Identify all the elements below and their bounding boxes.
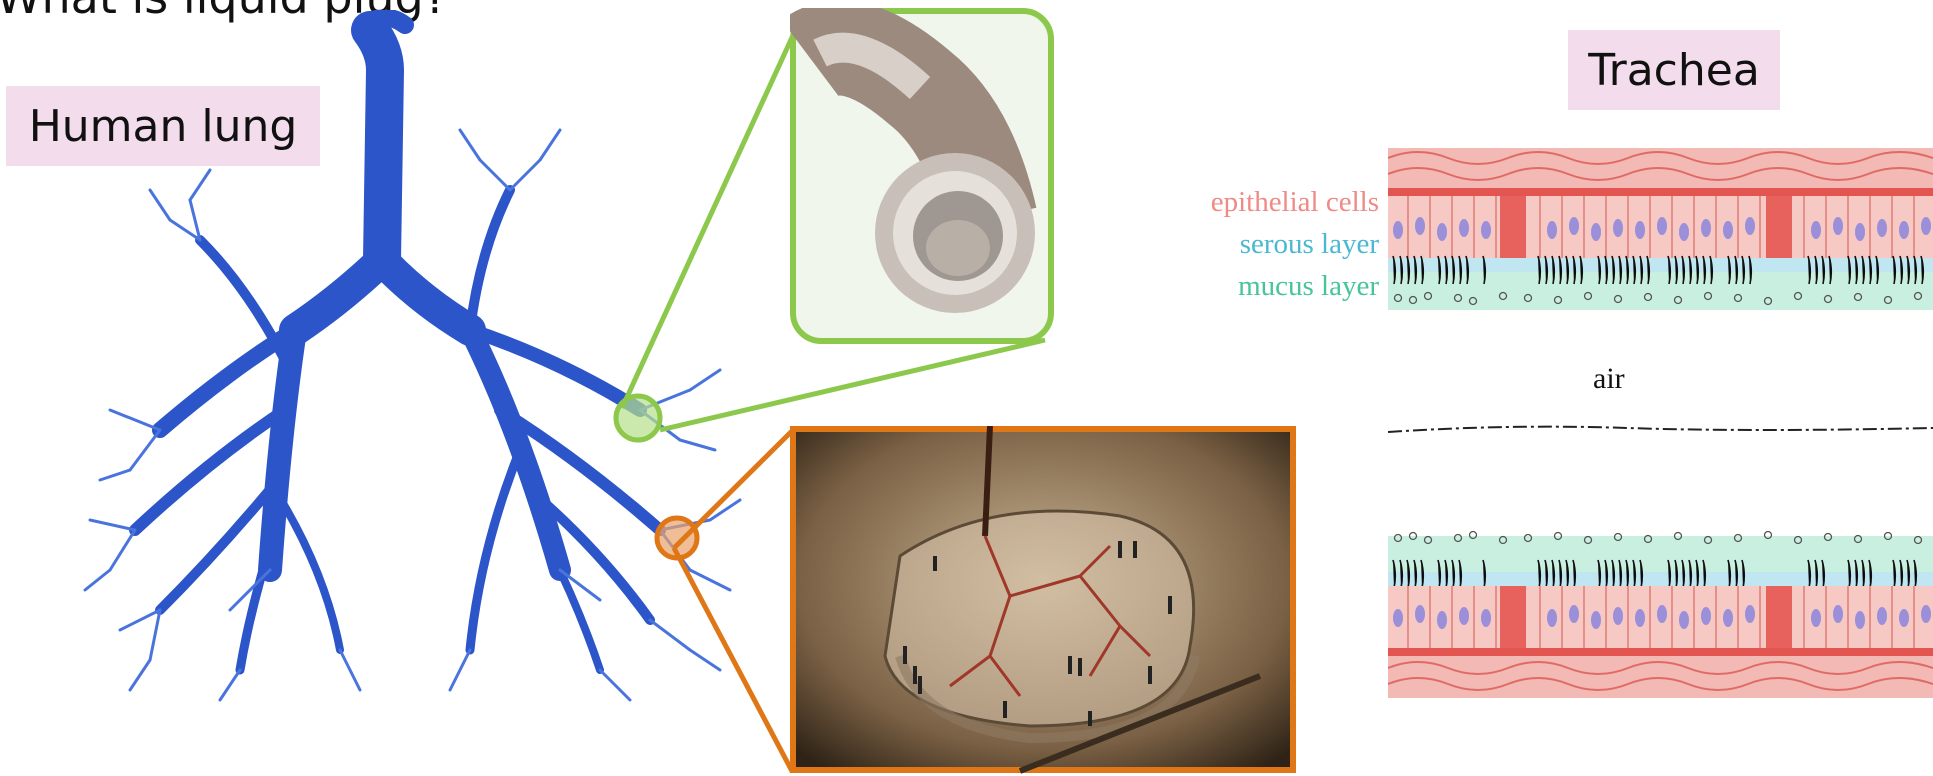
epithelial-cells-label: epithelial cells: [1211, 186, 1379, 219]
trachea-wall-bottom: [1388, 528, 1933, 713]
airway-tube-panel: [790, 8, 1054, 344]
microfluidic-chip-photo: [790, 426, 1296, 776]
trachea-wall-top: [1388, 138, 1933, 323]
mucus-layer-label: mucus layer: [1238, 270, 1379, 303]
serous-layer-label: serous layer: [1240, 228, 1379, 261]
air-label: air: [1593, 362, 1625, 396]
air-midline: [1388, 420, 1933, 440]
